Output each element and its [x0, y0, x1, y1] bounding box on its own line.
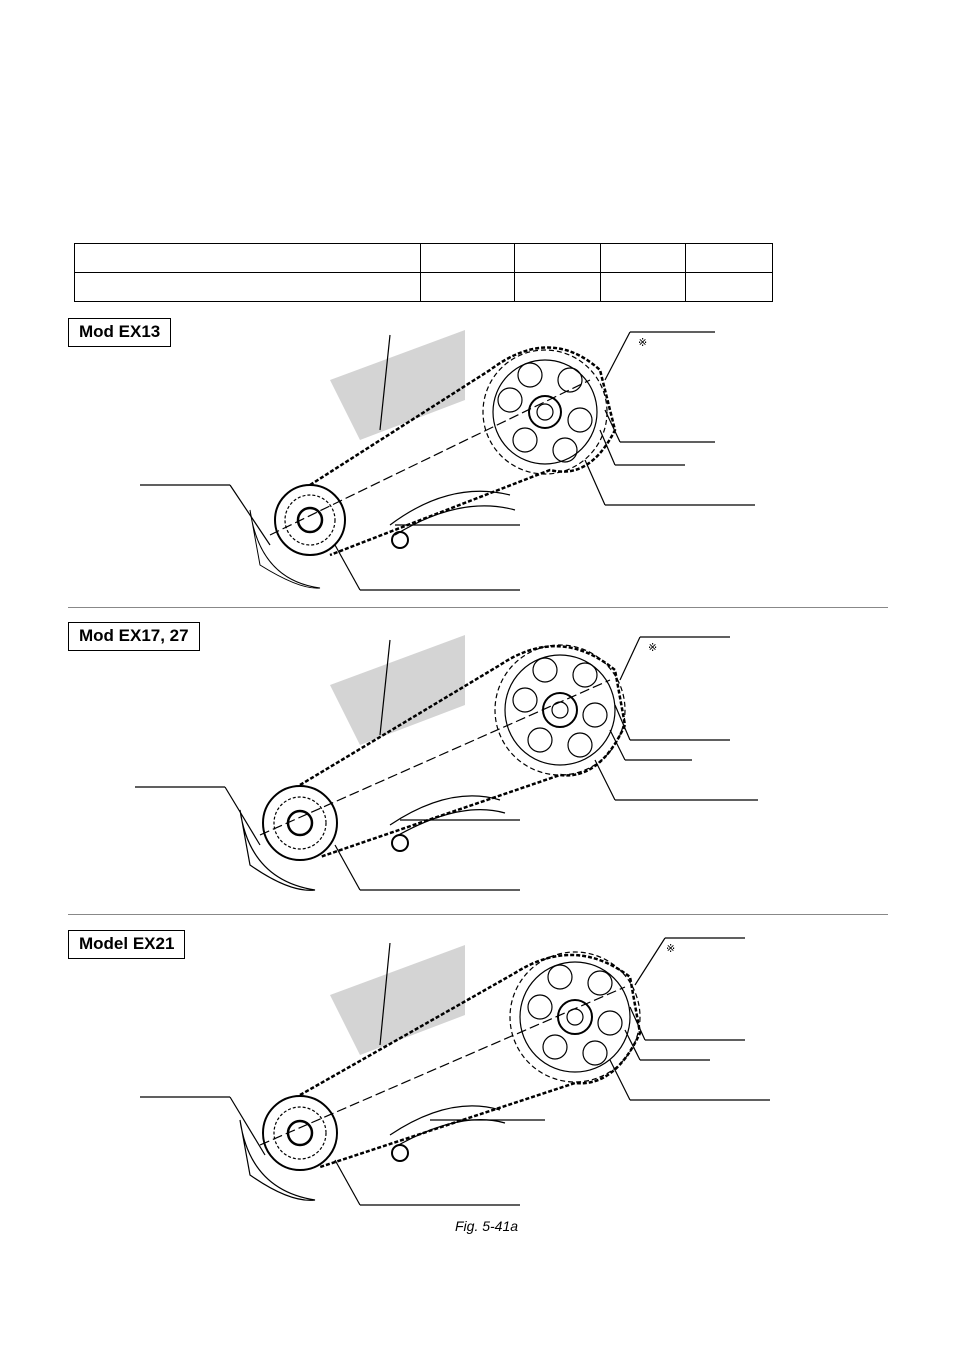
table-cell: [420, 243, 515, 273]
reference-mark: ※: [638, 337, 648, 349]
table-cell: [685, 272, 773, 302]
table-row: [74, 272, 773, 302]
model-label-ex13: Mod EX13: [68, 318, 172, 347]
table-cell: [600, 272, 686, 302]
timing-chain-diagram-icon: [135, 635, 758, 891]
table-cell: [600, 243, 686, 273]
section-divider: [68, 607, 888, 608]
table-cell: [420, 272, 515, 302]
reference-mark: ※: [648, 642, 658, 654]
table-cell: [514, 243, 601, 273]
table-cell: [74, 272, 421, 302]
reference-mark: ※: [666, 943, 676, 955]
timing-chain-diagram-icon: [140, 330, 755, 591]
timing-chain-diagram-icon: [140, 937, 770, 1206]
table-row: [74, 243, 773, 273]
model-label-ex21: Model EX21: [68, 930, 186, 959]
table-cell: [74, 243, 421, 273]
figure-caption: Fig. 5-41a: [455, 1218, 519, 1234]
spec-table: [74, 243, 773, 302]
model-label-ex17-27: Mod EX17, 27: [68, 622, 200, 651]
table-cell: [514, 272, 601, 302]
section-divider: [68, 914, 888, 915]
table-cell: [685, 243, 773, 273]
